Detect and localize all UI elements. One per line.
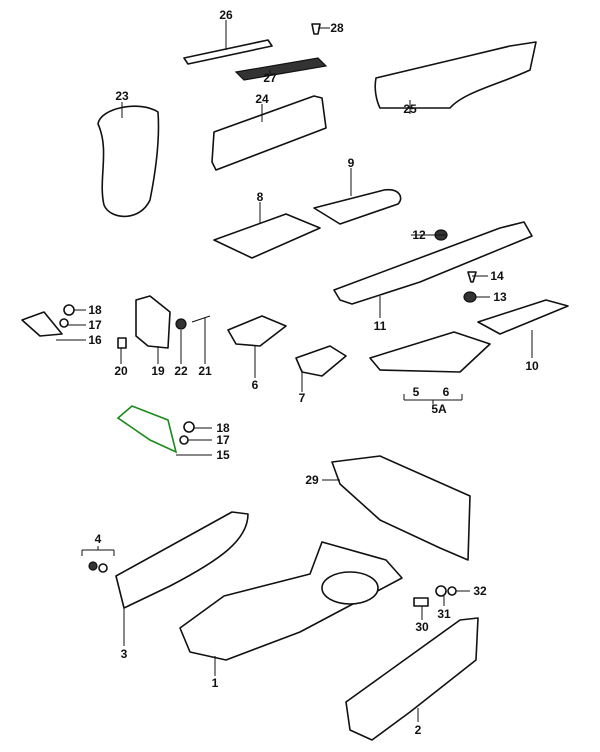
label-15: 15 [216,448,230,462]
label-4: 4 [95,532,102,546]
part-27[interactable] [234,57,328,81]
label-6a: 6 [252,378,259,392]
part-28[interactable] [311,23,321,35]
label-20: 20 [114,364,128,378]
part-24[interactable] [211,95,327,171]
part-5[interactable] [369,331,491,373]
label-25: 25 [403,102,417,116]
label-10: 10 [525,359,539,373]
part-4a[interactable] [88,561,98,571]
part-14[interactable] [467,271,477,283]
label-2: 2 [415,723,422,737]
part-22[interactable] [175,318,187,330]
part-8[interactable] [213,213,321,259]
part-4b[interactable] [98,563,108,573]
part-21[interactable] [191,315,211,323]
part-17a[interactable] [59,318,69,328]
label-6b: 6 [443,385,450,399]
label-27: 27 [263,71,277,85]
part-6-bracket[interactable] [227,315,287,347]
part-18b[interactable] [183,421,195,433]
label-28: 28 [330,21,344,35]
part-19[interactable] [135,295,171,349]
label-14: 14 [490,269,504,283]
part-31[interactable] [435,585,447,597]
part-25[interactable] [374,41,537,109]
part-3[interactable] [115,511,249,609]
part-18a[interactable] [63,304,75,316]
label-12: 12 [412,228,426,242]
part-2[interactable] [345,617,479,741]
label-5a: 5A [431,402,447,416]
label-1: 1 [212,676,219,690]
part-17b[interactable] [179,435,189,445]
label-11: 11 [374,319,387,333]
label-22: 22 [174,364,188,378]
part-16[interactable] [21,311,63,337]
label-5: 5 [413,385,420,399]
label-9: 9 [348,156,355,170]
part-10[interactable] [477,299,569,335]
label-31: 31 [437,607,451,621]
label-7: 7 [299,391,306,405]
part-11[interactable] [333,221,533,305]
label-17b: 17 [216,433,230,447]
part-20[interactable] [117,337,127,349]
label-30: 30 [415,620,429,634]
label-18b: 18 [216,421,230,435]
label-8: 8 [257,190,264,204]
label-26: 26 [219,8,233,22]
label-18a: 18 [88,303,102,317]
part-13[interactable] [463,291,477,303]
part-9[interactable] [313,188,402,225]
part-7-bracket[interactable] [295,345,347,377]
part-26[interactable] [183,39,273,65]
label-23: 23 [115,89,129,103]
label-24: 24 [255,92,269,106]
label-17a: 17 [88,318,102,332]
label-16: 16 [88,333,102,347]
part-15[interactable] [116,405,178,454]
part-30[interactable] [413,597,429,607]
part-1-hump[interactable] [321,571,379,605]
label-21: 21 [198,364,212,378]
label-13: 13 [493,290,507,304]
part-23[interactable] [97,105,160,218]
label-19: 19 [151,364,165,378]
part-29[interactable] [331,455,471,561]
part-32[interactable] [447,586,457,596]
label-32: 32 [473,584,487,598]
leader-lines [56,20,533,722]
label-3: 3 [121,647,128,661]
label-29: 29 [305,473,319,487]
